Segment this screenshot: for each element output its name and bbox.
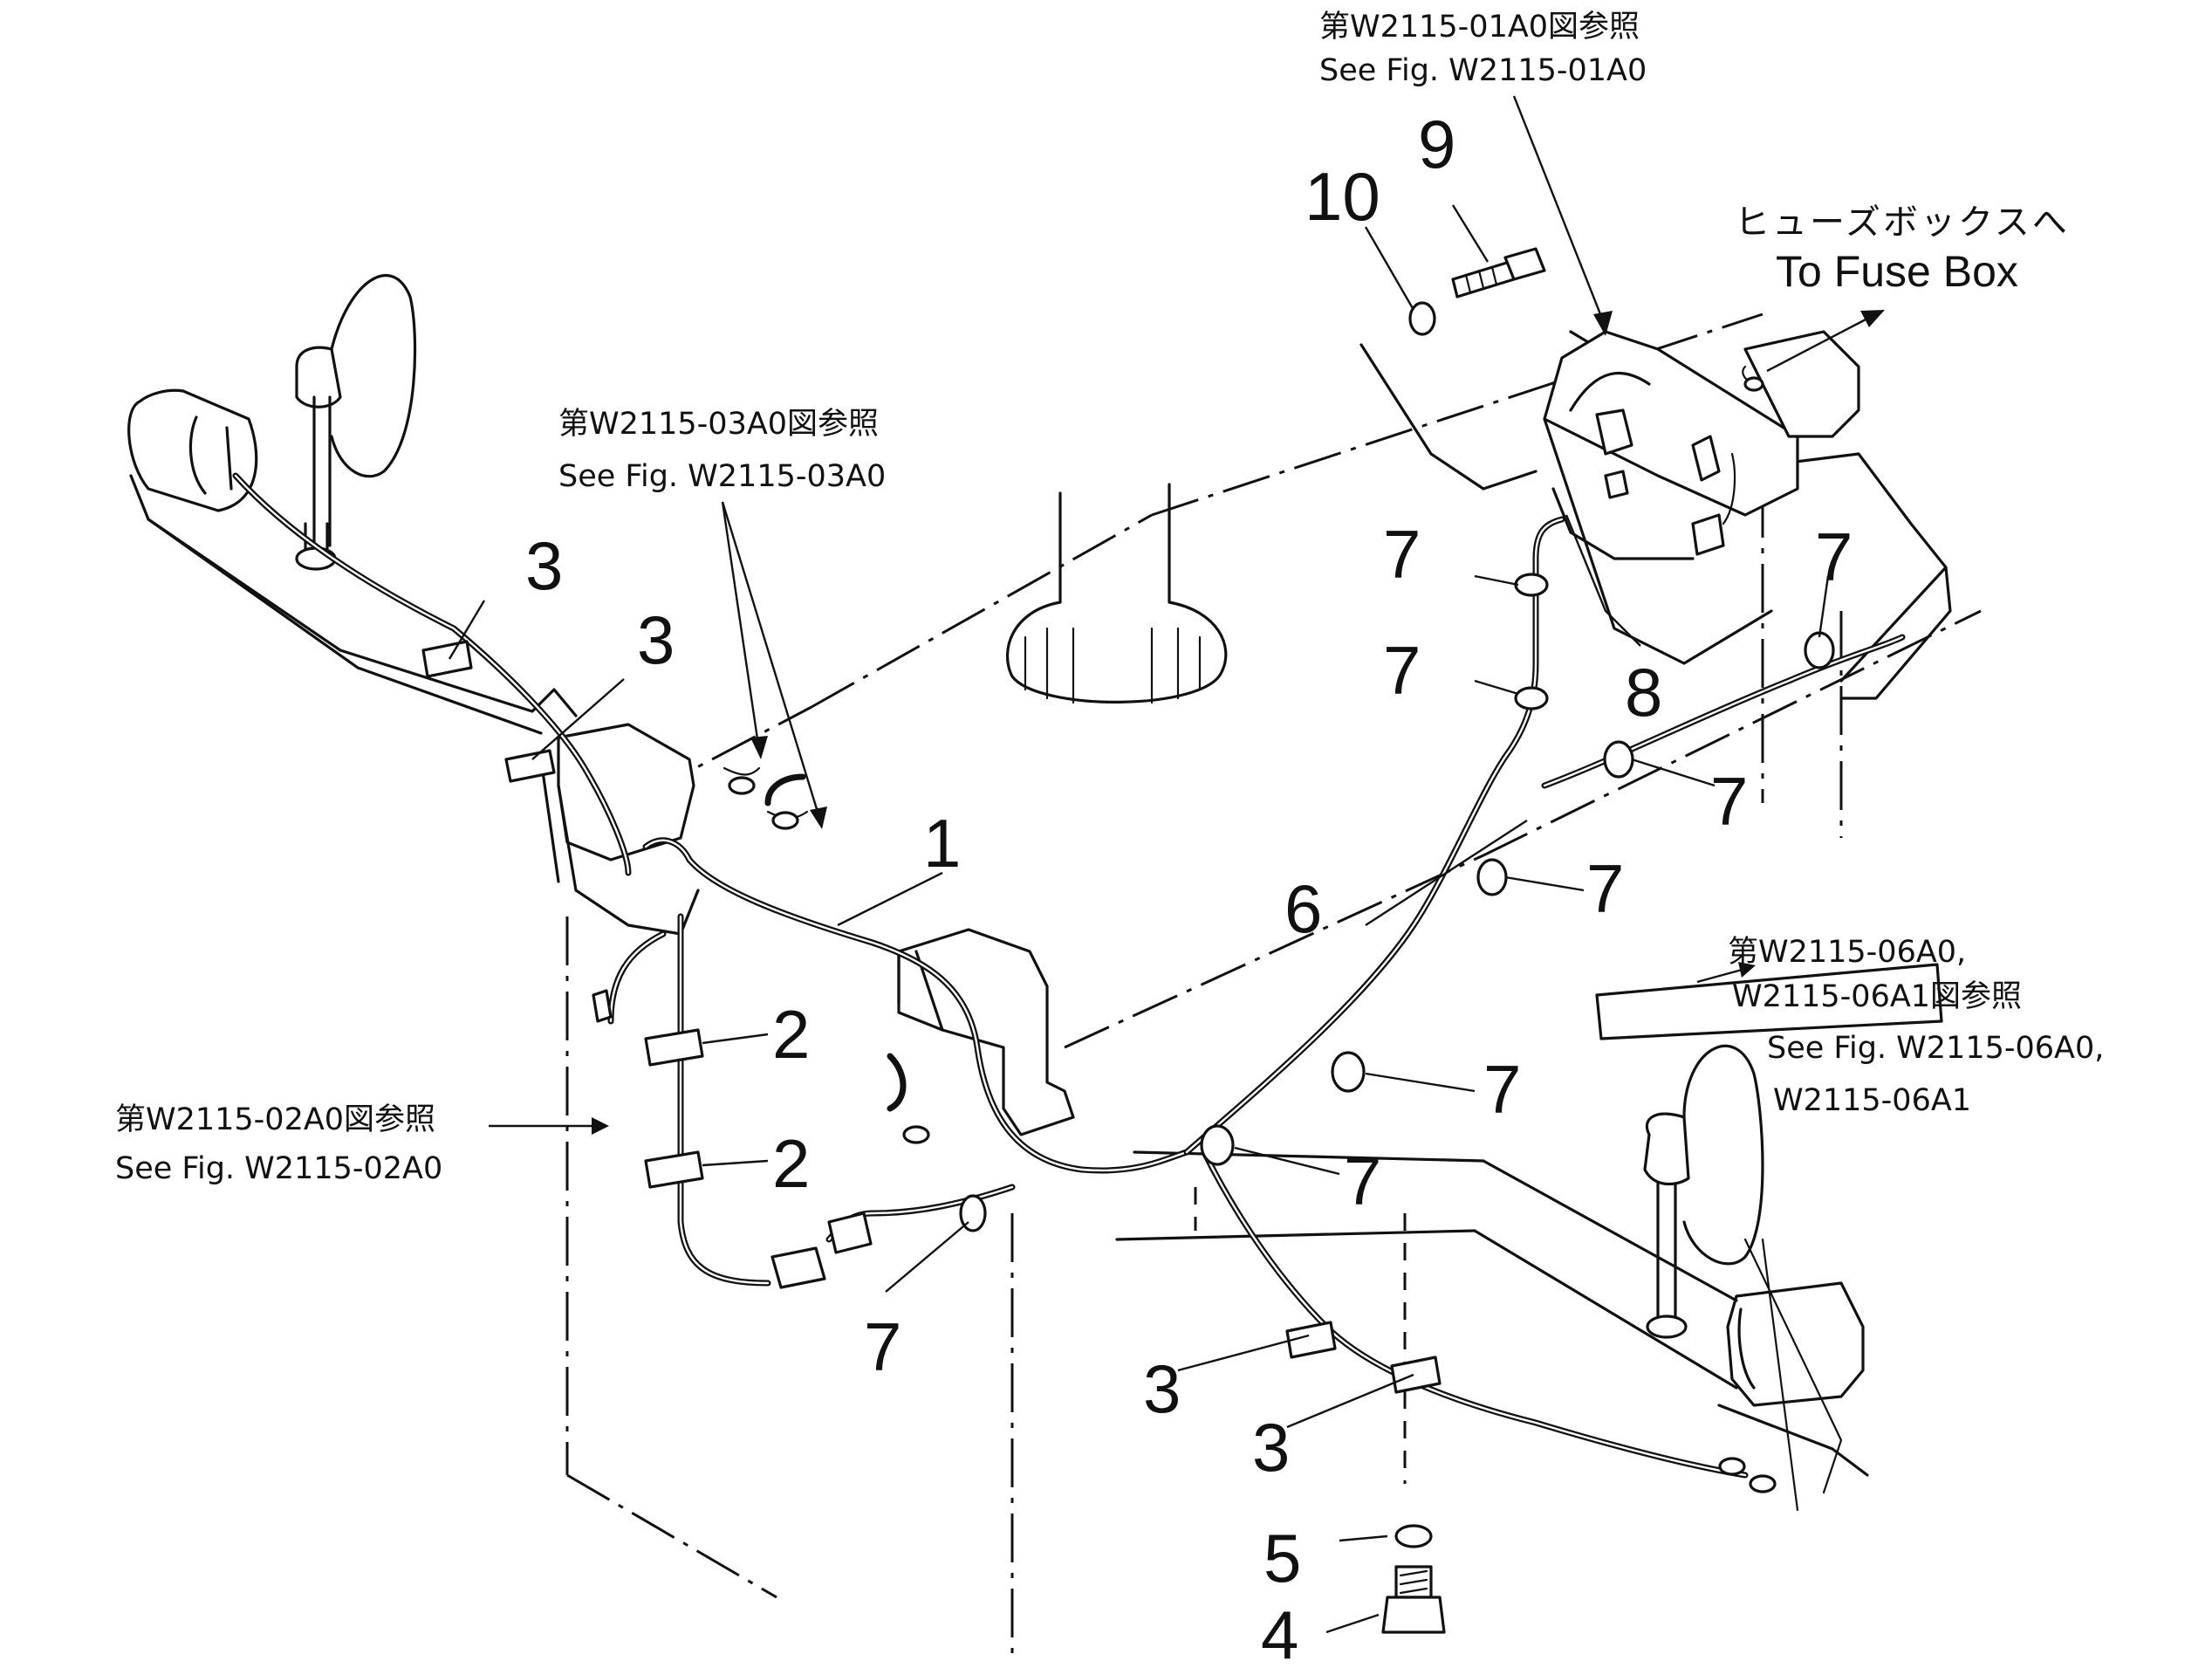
callout-7-harness: 7 [1586, 850, 1624, 927]
left-fender [127, 274, 700, 936]
callout-3-left-lower: 3 [637, 601, 675, 678]
bolt-4 [1381, 1565, 1446, 1634]
callout-3-left-upper: 3 [525, 527, 563, 604]
clip-7d [1476, 858, 1508, 896]
washer-10 [1408, 301, 1436, 336]
callout-3-right-upper: 3 [1143, 1350, 1181, 1427]
fasteners [1381, 247, 1546, 1634]
callout-2-upper: 2 [772, 996, 810, 1073]
clip-7g [959, 1194, 987, 1232]
callout-7-right: 7 [1815, 518, 1852, 595]
leaders [448, 95, 1885, 1634]
callout-3-right-lower: 3 [1252, 1409, 1290, 1486]
callout-1: 1 [923, 805, 961, 882]
central-column [1005, 483, 1228, 704]
top-right-housing [1359, 330, 1948, 665]
clip-7e [1331, 1051, 1366, 1093]
reference-labels: 第W2115-01A0図参照 See Fig. W2115-01A0 第W211… [115, 10, 2104, 1186]
clip-7b [1514, 686, 1549, 710]
ref-01a0-jp: 第W2115-01A0図参照 [1319, 10, 1640, 45]
clip-7f [1200, 1124, 1235, 1166]
clips [959, 573, 1835, 1232]
connector-block-left [770, 1246, 826, 1289]
clip-7h [1804, 631, 1835, 669]
washer-5 [1394, 1524, 1433, 1548]
fuse-box-label-en: To Fuse Box [1776, 247, 2018, 296]
ref-02a0-en: See Fig. W2115-02A0 [115, 1151, 442, 1186]
ref-06a0-en-line2: W2115-06A1 [1773, 1083, 1971, 1118]
clip-7c [1603, 740, 1634, 779]
callout-6: 6 [1284, 870, 1322, 947]
center-bracket [897, 928, 1075, 1136]
ref-02a0-jp: 第W2115-02A0図参照 [115, 1102, 435, 1137]
clamp-3a [421, 640, 473, 678]
ref-06a0-jp-line1: 第W2115-06A0, [1728, 935, 1966, 970]
clamp-2a [644, 1028, 704, 1067]
callout-numbers: 1 2 2 3 3 3 3 4 5 6 7 7 7 7 7 7 7 7 8 9 … [525, 106, 1852, 1668]
callout-7-rail: 7 [1710, 763, 1748, 840]
callout-10: 10 [1305, 158, 1380, 235]
bolt-9 [1451, 247, 1546, 299]
ref-03a0-jp: 第W2115-03A0図参照 [558, 407, 879, 442]
callout-2-lower: 2 [772, 1125, 810, 1202]
fuse-box-label-jp: ヒューズボックスへ [1735, 202, 2070, 243]
clamp-3b [504, 749, 556, 783]
connector-block-center [827, 1212, 873, 1254]
clip-7a [1514, 573, 1549, 597]
clamp-2b [644, 1150, 704, 1189]
callout-7-left: 7 [864, 1308, 901, 1385]
callout-8: 8 [1625, 654, 1662, 731]
callout-7-lower: 7 [1344, 1143, 1381, 1219]
callout-7-mid: 7 [1383, 632, 1421, 709]
connectors [592, 365, 1843, 1512]
callout-5: 5 [1264, 1520, 1301, 1596]
callout-4: 4 [1261, 1596, 1298, 1668]
right-panel [1595, 566, 1952, 1040]
clamps [421, 640, 1442, 1394]
ref-03a0-en: See Fig. W2115-03A0 [558, 459, 886, 494]
callout-7-upper: 7 [1383, 516, 1421, 593]
body-outline [565, 312, 1982, 1663]
ref-06a0-en-line1: See Fig. W2115-06A0, [1767, 1031, 2104, 1066]
callout-9: 9 [1418, 106, 1455, 182]
clamp-3c [1285, 1321, 1337, 1359]
ref-01a0-en: See Fig. W2115-01A0 [1319, 53, 1647, 88]
callout-7-lower-right: 7 [1483, 1051, 1521, 1128]
ref-06a0-jp-line2: W2115-06A1図参照 [1732, 979, 2022, 1014]
